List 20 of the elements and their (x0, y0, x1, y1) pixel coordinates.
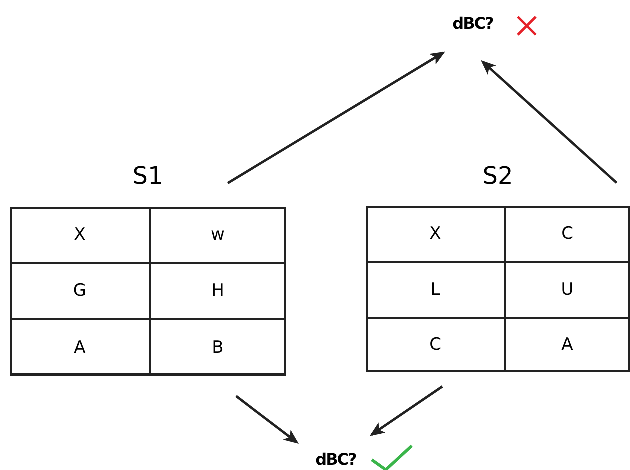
table-cell: A (505, 318, 630, 372)
arrow (481, 60, 618, 184)
table-cell: G (10, 263, 150, 319)
table-cell: H (150, 263, 286, 319)
table-cell: U (505, 262, 630, 318)
arrow (227, 52, 446, 184)
table-cell: A (10, 319, 150, 376)
arrow (370, 386, 444, 436)
table-title: S2 (482, 162, 514, 190)
table-cell: w (150, 207, 286, 263)
table-title: S1 (132, 162, 164, 190)
question-label: dBC? (306, 448, 366, 470)
table-cell: C (505, 206, 630, 262)
arrow (236, 395, 299, 444)
table-cell: C (366, 318, 505, 372)
question-label: dBC? (440, 8, 506, 38)
table-cell: L (366, 262, 505, 318)
table-cell: X (10, 207, 150, 263)
table-cell: X (366, 206, 505, 262)
table-cell: B (150, 319, 286, 376)
